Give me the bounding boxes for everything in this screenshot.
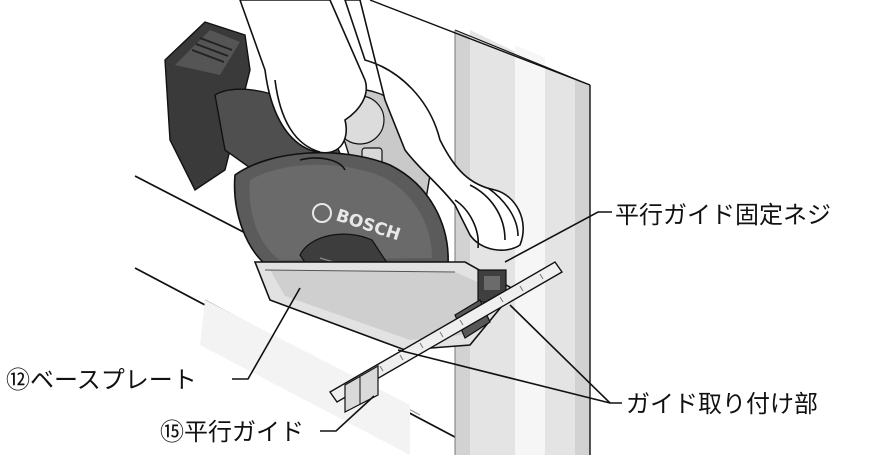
workpiece [134,0,591,455]
label-guide-mount: ガイド取り付け部 [626,390,818,418]
label-base-plate: ⑫ベースプレート [6,366,197,394]
label-fence-clamp-screw: 平行ガイド固定ネジ [615,201,831,229]
parallel-guide [328,261,564,413]
label-parallel-guide: ⑮平行ガイド [160,418,304,446]
hands [239,0,524,251]
leader-lines [232,211,622,432]
